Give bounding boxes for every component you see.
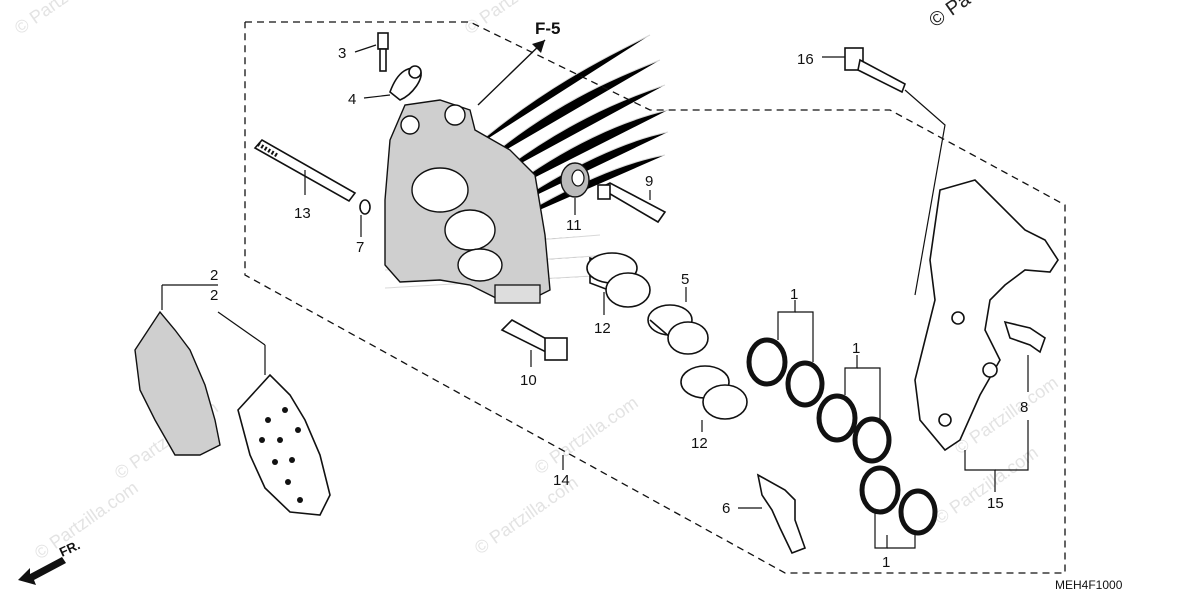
caliper-pin-bolt-part [500, 319, 568, 361]
piston-seal-rings [746, 337, 938, 536]
callout-5: 5 [681, 271, 689, 288]
watermark-3: © Partzilla.com [31, 477, 142, 563]
bleeder-cap-part [389, 65, 422, 101]
callout-4: 4 [348, 91, 356, 108]
watermark-6: © Partzilla.com [531, 392, 642, 478]
callout-15: 15 [987, 495, 1004, 512]
reference-arrow-line [477, 39, 546, 106]
piston-mid-part [647, 304, 709, 355]
callout-3: 3 [338, 45, 346, 62]
reference-label: F-5 [535, 19, 561, 38]
callout-6: 6 [722, 500, 730, 517]
callout-1-middle: 1 [852, 340, 860, 357]
callout-12-upper: 12 [594, 320, 611, 337]
caliper-bracket-part [914, 179, 1059, 452]
assembly-outline [244, 21, 1066, 574]
callout-2-lower: 2 [210, 287, 218, 304]
reference-arrowhead [532, 40, 545, 53]
pad-spring-part [756, 473, 807, 555]
watermark-1: © Partzilla.com [11, 0, 122, 38]
piston-lower-part [680, 365, 748, 420]
callout-8: 8 [1020, 399, 1028, 416]
callout-12-lower: 12 [691, 435, 708, 452]
callout-1-lower: 1 [882, 554, 890, 571]
watermark-7: © Partzilla.com [931, 442, 1042, 528]
piston-upper-part [586, 252, 651, 308]
leader-lines [161, 44, 1029, 549]
brake-pad-rear-part [134, 310, 221, 456]
callout-9: 9 [645, 173, 653, 190]
pin-plug-part [359, 199, 371, 215]
callout-13: 13 [294, 205, 311, 222]
brake-pad-front-part [237, 373, 331, 516]
callout-14: 14 [553, 472, 570, 489]
bleeder-screw-part [377, 32, 389, 72]
mounting-bolt-part [844, 47, 906, 94]
watermark-corner: © Pa [925, 0, 975, 32]
callout-10: 10 [520, 372, 537, 389]
caliper-body [384, 99, 551, 304]
callout-7: 7 [356, 239, 364, 256]
callout-11: 11 [566, 217, 582, 234]
slide-pin-boot-part [560, 162, 590, 198]
callout-1-upper: 1 [790, 286, 798, 303]
slide-pin-part [597, 182, 667, 224]
diagram-code: MEH4F1000 [1055, 578, 1123, 592]
retainer-clip-part [1003, 320, 1046, 354]
callout-16: 16 [797, 51, 814, 68]
forward-arrow-icon [18, 557, 66, 585]
callout-numbers: 3 4 13 7 11 9 10 12 5 12 6 16 2 2 1 1 1 … [210, 45, 1028, 571]
callout-2-upper: 2 [210, 267, 218, 284]
